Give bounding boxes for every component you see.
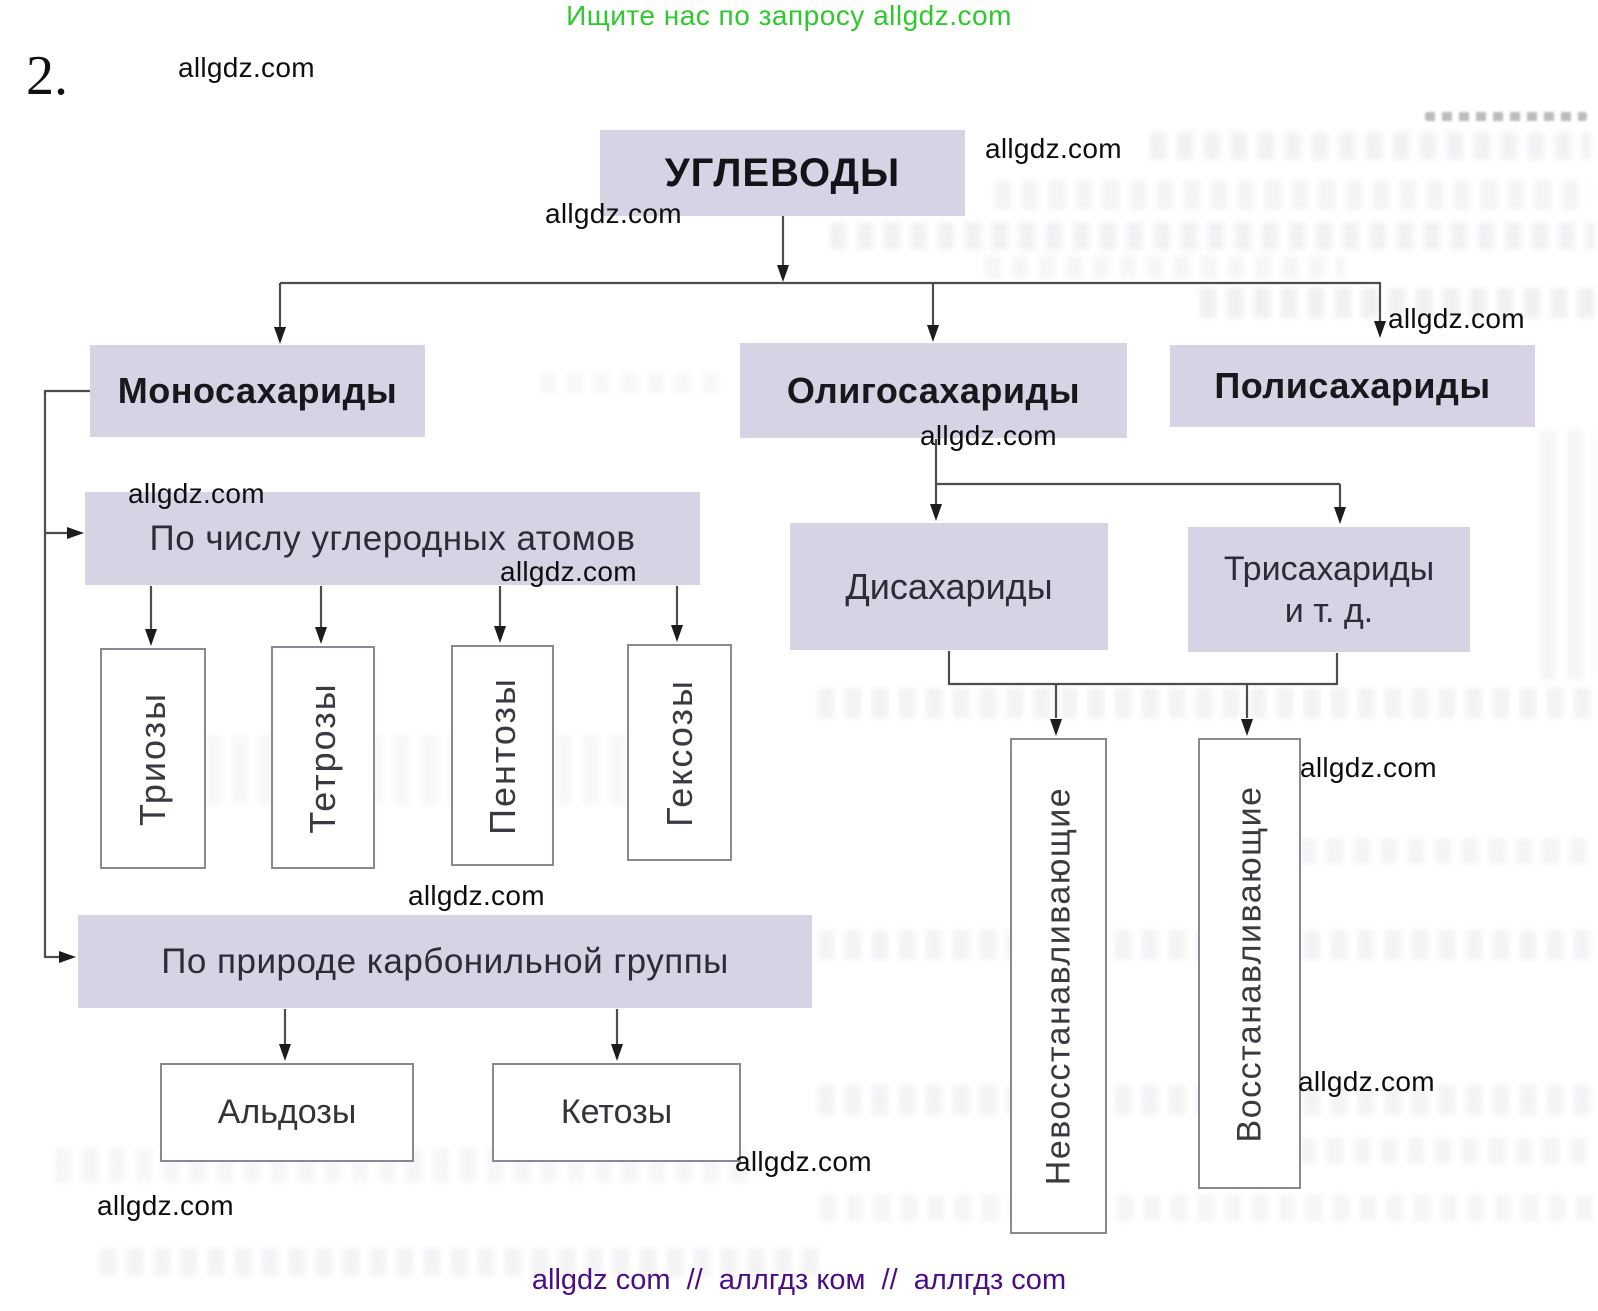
arrowhead-icon xyxy=(59,951,76,963)
arrowhead-icon xyxy=(671,625,683,642)
promo-header: Ищите нас по запросу allgdz.com xyxy=(566,0,1012,31)
exercise-number: 2. xyxy=(26,45,68,107)
node-nonreducing: Невосстанавливающие xyxy=(1010,738,1107,1234)
node-label: Трисахариды и т. д. xyxy=(1224,548,1434,632)
node-reducing: Восстанавливающие xyxy=(1198,738,1301,1189)
node-label: УГЛЕВОДЫ xyxy=(664,150,901,195)
arrowhead-icon xyxy=(1374,321,1386,338)
node-ketoses: Кетозы xyxy=(492,1063,741,1162)
node-pentoses: Пентозы xyxy=(451,645,554,866)
arrowhead-icon xyxy=(777,265,789,282)
node-label: Кетозы xyxy=(560,1093,673,1131)
watermark: allgdz.com xyxy=(1300,752,1437,783)
watermark: allgdz.com xyxy=(545,198,682,229)
node-label: Восстанавливающие xyxy=(1230,785,1268,1142)
arrowhead-icon xyxy=(930,504,942,521)
node-label: Полисахариды xyxy=(1214,365,1491,406)
node-label: Триозы xyxy=(132,691,173,826)
arrowhead-icon xyxy=(274,327,286,344)
node-disaccharides: Дисахариды xyxy=(790,523,1108,650)
node-by-carbon-count: По числу углеродных атомов xyxy=(85,492,700,585)
watermark: allgdz.com xyxy=(985,133,1122,164)
node-label: По природе карбонильной группы xyxy=(161,941,729,981)
node-polysaccharides: Полисахариды xyxy=(1170,345,1535,427)
watermark: allgdz.com xyxy=(408,880,545,911)
node-monosaccharides: Моносахариды xyxy=(90,345,425,437)
node-tetroses: Тетрозы xyxy=(271,646,375,869)
node-label: Альдозы xyxy=(217,1093,357,1131)
node-by-carbonyl-nature: По природе карбонильной группы xyxy=(78,915,812,1008)
node-label-line2: и т. д. xyxy=(1284,591,1374,630)
watermark: allgdz.com xyxy=(1298,1066,1435,1097)
node-hexoses: Гексозы xyxy=(627,644,732,861)
arrowhead-icon xyxy=(1241,719,1253,736)
watermark: allgdz.com xyxy=(1388,303,1525,334)
node-label: По числу углеродных атомов xyxy=(149,518,636,558)
node-label: Гексозы xyxy=(658,678,700,827)
node-aldoses: Альдозы xyxy=(160,1063,414,1162)
node-trioses: Триозы xyxy=(100,648,206,869)
watermark: allgdz.com xyxy=(178,52,315,83)
arrowhead-icon xyxy=(67,527,84,539)
arrowhead-icon xyxy=(611,1044,623,1061)
arrowhead-icon xyxy=(494,626,506,643)
arrowhead-icon xyxy=(1050,719,1062,736)
node-label-line1: Трисахариды xyxy=(1223,549,1435,588)
watermark: allgdz.com xyxy=(920,420,1057,451)
watermark: allgdz.com xyxy=(128,478,265,509)
watermark: allgdz.com xyxy=(500,556,637,587)
watermark: allgdz.com xyxy=(97,1190,234,1221)
arrowheads xyxy=(59,265,1386,1061)
node-carbohydrates: УГЛЕВОДЫ xyxy=(600,130,965,216)
arrowhead-icon xyxy=(927,325,939,342)
node-label: Тетрозы xyxy=(302,681,343,834)
node-oligosaccharides: Олигосахариды xyxy=(740,343,1127,438)
connector-lines xyxy=(43,216,1382,1044)
arrowhead-icon xyxy=(315,627,327,644)
node-label: Олигосахариды xyxy=(786,369,1081,411)
node-trisaccharides: Трисахариды и т. д. xyxy=(1188,527,1470,652)
node-label: Дисахариды xyxy=(845,565,1053,607)
node-label: Пентозы xyxy=(481,676,523,835)
footer-watermark: allgdz com // аллгдз ком // аллгдз com xyxy=(531,1264,1067,1296)
watermark: allgdz.com xyxy=(735,1146,872,1177)
arrowhead-icon xyxy=(279,1044,291,1061)
arrowhead-icon xyxy=(1334,507,1346,524)
arrowhead-icon xyxy=(145,629,157,646)
node-label: Моносахариды xyxy=(117,370,398,411)
node-label: Невосстанавливающие xyxy=(1039,786,1077,1186)
